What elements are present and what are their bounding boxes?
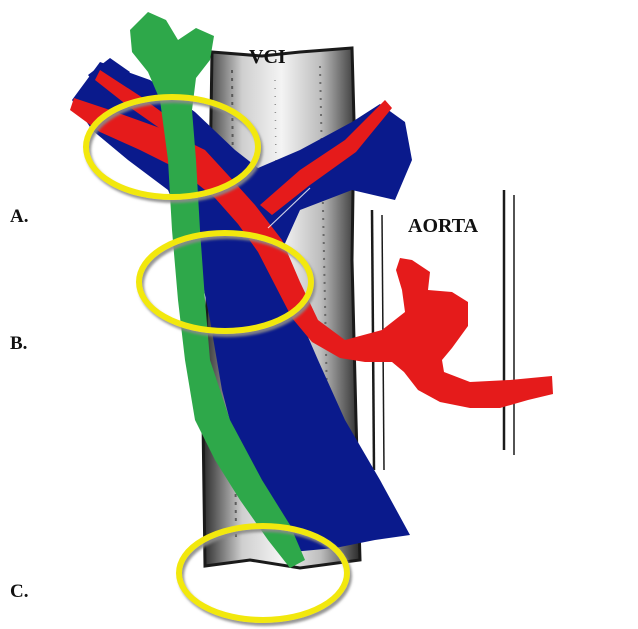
marker-label-b: B.: [10, 333, 27, 355]
aorta-label: AORTA: [408, 215, 478, 238]
marker-label-c: C.: [10, 581, 28, 603]
vci-label: VCI: [249, 46, 286, 69]
marker-label-a: A.: [10, 206, 28, 228]
